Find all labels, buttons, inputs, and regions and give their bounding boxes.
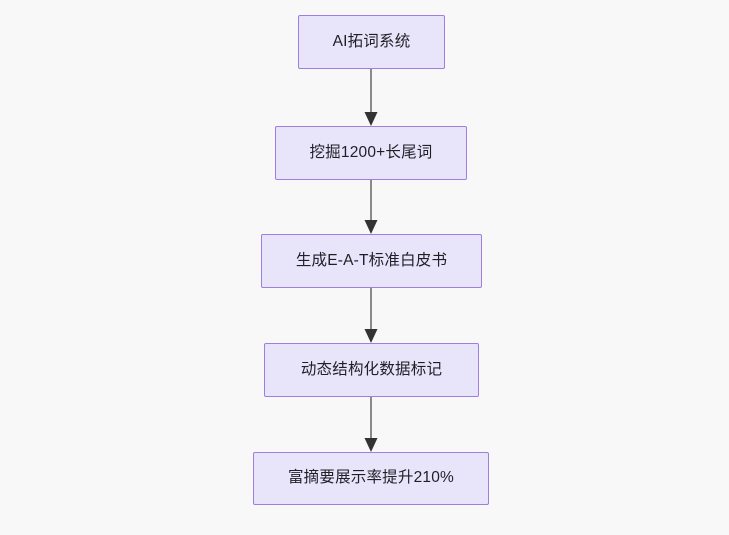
- edge-n4-n5: [364, 397, 378, 452]
- node-label: AI拓词系统: [332, 32, 411, 50]
- node-label: 生成E-A-T标准白皮书: [295, 251, 448, 269]
- flowchart-node-dynamic-structured-data-markup[interactable]: 动态结构化数据标记: [264, 343, 479, 397]
- edge-n1-n2: [364, 69, 378, 126]
- node-label: 富摘要展示率提升210%: [287, 469, 455, 487]
- flowchart-node-generate-eat-whitepaper[interactable]: 生成E-A-T标准白皮书: [261, 234, 482, 288]
- flowchart-node-rich-snippet-impression-lift[interactable]: 富摘要展示率提升210%: [253, 452, 489, 505]
- node-label: 动态结构化数据标记: [300, 360, 443, 378]
- flowchart-node-mine-longtail-keywords[interactable]: 挖掘1200+长尾词: [275, 126, 467, 180]
- node-label: 挖掘1200+长尾词: [309, 143, 433, 161]
- edge-n3-n4: [364, 288, 378, 343]
- edge-n2-n3: [364, 180, 378, 234]
- flowchart-node-ai-keyword-system[interactable]: AI拓词系统: [298, 15, 445, 69]
